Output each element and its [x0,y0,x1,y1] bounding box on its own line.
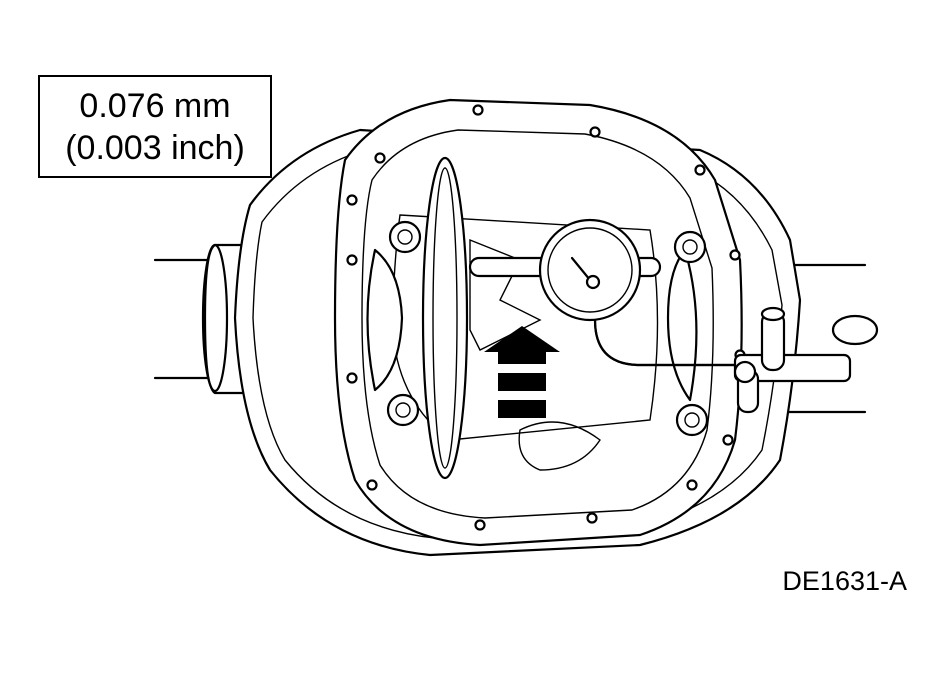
flange-bolt [694,164,706,176]
flange-bolt [346,254,358,266]
arrow-up-icon [484,326,560,418]
carrier-assembly [366,156,698,480]
figure-id: DE1631-A [782,566,907,596]
measurement-callout: 0.076 mm (0.003 inch) [38,75,272,178]
flange-bolt [346,194,358,206]
dial-indicator-mount [593,306,852,414]
flange-bolt [366,479,378,491]
flange-bolt [686,479,698,491]
flange-bolt [474,519,486,531]
dial-gauge-icon [468,218,662,322]
bearing-cap-bolt-top-right [673,230,707,264]
flange-bolt [586,512,598,524]
spec-metric: 0.076 mm [79,86,231,125]
flange-bolt [472,104,484,116]
flange-bolt [346,372,358,384]
flange-bolt [722,434,734,446]
spec-imperial: (0.003 inch) [65,128,245,167]
bearing-cap-bolt-top-left [388,220,422,254]
flange-bolt [374,152,386,164]
flange-bolt [589,126,601,138]
flange-bolt [729,249,741,261]
bearing-cap-bolt-bottom-left [386,393,420,427]
bearing-cap-bolt-bottom-right [675,403,709,437]
